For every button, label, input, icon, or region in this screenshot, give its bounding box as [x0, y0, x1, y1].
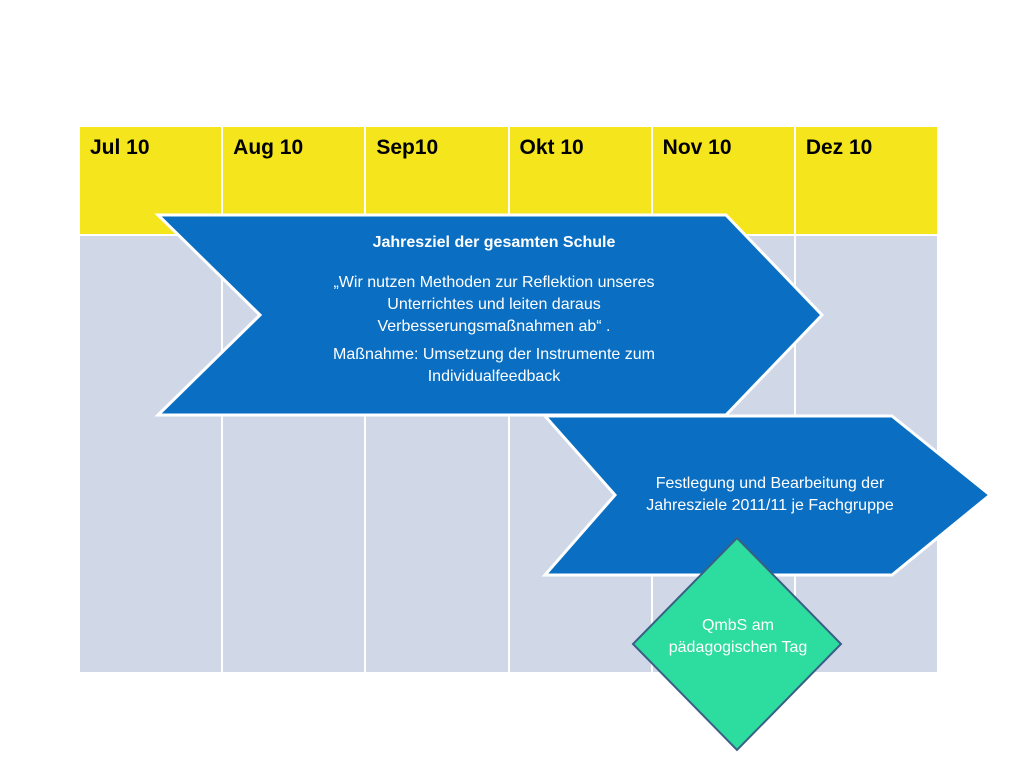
fachgruppe-arrow	[541, 414, 993, 577]
month-cell-jul	[80, 236, 222, 672]
school-goal-text: Jahresziel der gesamten Schule „Wir nutz…	[290, 232, 698, 388]
school-goal-measure: Maßnahme: Umsetzung der Instrumente zum …	[333, 346, 655, 385]
qmbs-text: QmbS am pädagogischen Tag	[668, 617, 808, 656]
fachgruppe-text: Festlegung und Bearbeitung der Jahreszie…	[646, 475, 894, 514]
month-header-dez: Dez 10	[795, 127, 937, 234]
school-goal-title: Jahresziel der gesamten Schule	[372, 234, 616, 251]
school-goal-quote: „Wir nutzen Methoden zur Reflektion unse…	[333, 274, 655, 335]
qmbs-diamond	[631, 536, 843, 752]
